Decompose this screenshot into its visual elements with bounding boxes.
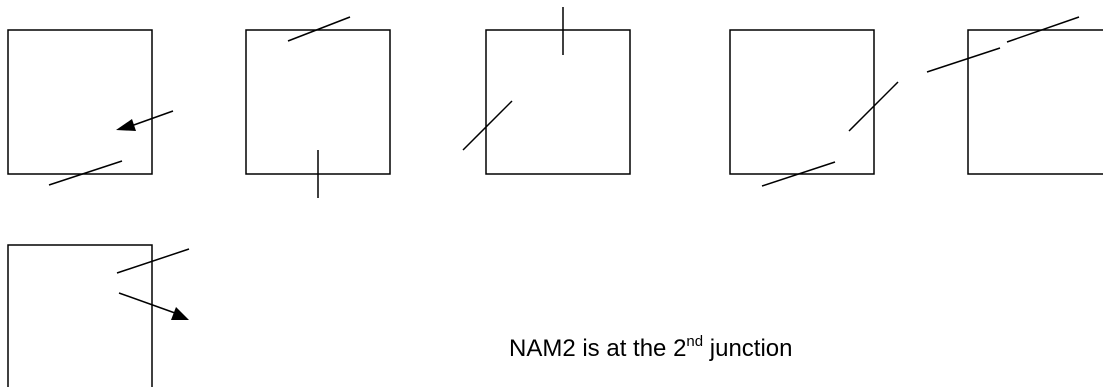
panel-1-arrow-shaft [130,110,174,127]
junction-caption: NAM2 is at the 2nd junction [509,334,793,362]
panel-1-arrow-head [116,119,136,131]
panel-3-square [485,29,631,175]
panel-6-square-partial [7,244,153,387]
panel-4-crossing-line [761,161,836,187]
panel-5-square-partial [967,29,1103,175]
caption-prefix: NAM2 is at the 2 [509,335,687,362]
caption-ordinal-suffix: nd [686,333,704,350]
panel-4-diagonal-line [848,81,899,132]
panel-5-crossing-line-lower [926,47,1001,73]
panel-2-crossing-line [287,16,351,42]
panel-4-square [729,29,875,175]
panel-1-crossing-line [48,160,123,186]
panel-6 [7,244,190,387]
caption-suffix: junction [703,335,793,362]
panel-1 [7,29,174,186]
panel-3-diagonal-line [462,100,513,151]
panel-6-arrow-shaft [118,292,176,314]
panel-1-square [7,29,153,175]
panel-5 [926,16,1103,175]
panel-5-crossing-line-upper [1006,16,1080,43]
panel-2 [245,16,391,198]
panel-4 [729,29,899,187]
panel-3 [462,7,631,175]
panel-6-crossing-line [116,248,190,274]
panel-6-arrow-head [171,307,189,320]
